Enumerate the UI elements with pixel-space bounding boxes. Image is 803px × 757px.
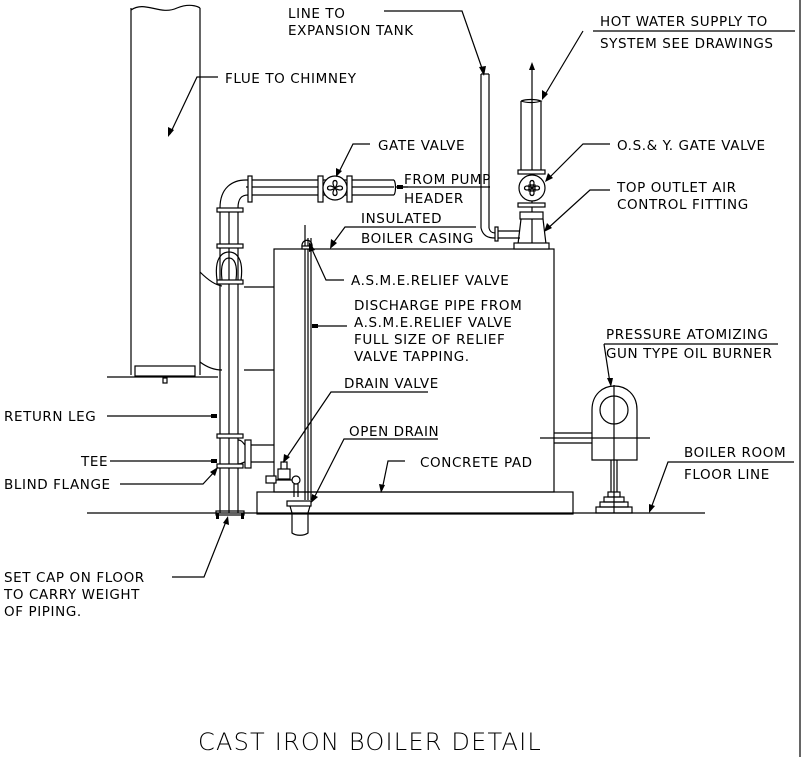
svg-text:FLOOR LINE: FLOOR LINE	[684, 467, 770, 483]
label-boiler-room-floor-line: BOILER ROOM FLOOR LINE	[684, 445, 786, 483]
drain-valve-icon	[265, 461, 301, 497]
svg-text:CONTROL FITTING: CONTROL FITTING	[617, 197, 749, 213]
label-drain-valve: DRAIN VALVE	[344, 376, 439, 392]
svg-text:INSULATED: INSULATED	[361, 211, 442, 227]
concrete-pad	[256, 491, 574, 515]
osy-gate-valve-icon	[518, 174, 546, 202]
supply-riser	[513, 62, 550, 250]
label-osy-gate-valve: O.S.& Y. GATE VALVE	[617, 138, 766, 154]
label-blind-flange: BLIND FLANGE	[4, 477, 111, 493]
return-leg-piping	[215, 179, 274, 519]
svg-text:TOP OUTLET AIR: TOP OUTLET AIR	[616, 180, 737, 196]
svg-text:EXPANSION TANK: EXPANSION TANK	[288, 23, 414, 39]
label-set-cap-on-floor: SET CAP ON FLOOR TO CARRY WEIGHT OF PIPI…	[3, 570, 145, 620]
drawing-title: CAST IRON BOILER DETAIL	[198, 728, 542, 756]
svg-text:HEADER: HEADER	[404, 191, 464, 207]
svg-text:SYSTEM SEE DRAWINGS: SYSTEM SEE DRAWINGS	[600, 36, 774, 52]
relief-valve-discharge	[301, 225, 313, 500]
svg-text:LINE TO: LINE TO	[288, 6, 346, 22]
label-hot-water-supply: HOT WATER SUPPLY TO SYSTEM SEE DRAWINGS	[600, 14, 774, 52]
label-discharge-pipe: DISCHARGE PIPE FROM A.S.M.E.RELIEF VALVE…	[354, 298, 522, 365]
label-open-drain: OPEN DRAIN	[349, 424, 439, 440]
label-gate-valve: GATE VALVE	[378, 138, 465, 154]
label-insulated-boiler-casing: INSULATED BOILER CASING	[361, 211, 474, 247]
gate-valve-icon	[322, 175, 348, 201]
expansion-tank-line	[480, 73, 520, 242]
label-top-outlet-air-control: TOP OUTLET AIR CONTROL FITTING	[616, 180, 749, 213]
svg-text:GUN TYPE OIL BURNER: GUN TYPE OIL BURNER	[606, 346, 773, 362]
leader-lines	[107, 10, 795, 578]
open-drain	[286, 500, 312, 536]
svg-text:TO CARRY WEIGHT: TO CARRY WEIGHT	[3, 587, 140, 603]
svg-text:BOILER CASING: BOILER CASING	[361, 231, 474, 247]
svg-text:SET CAP ON FLOOR: SET CAP ON FLOOR	[4, 570, 145, 586]
svg-text:DISCHARGE PIPE FROM: DISCHARGE PIPE FROM	[354, 298, 522, 314]
svg-text:FROM PUMP: FROM PUMP	[404, 172, 491, 188]
label-asme-relief-valve: A.S.M.E.RELIEF VALVE	[351, 273, 509, 289]
svg-text:A.S.M.E.RELIEF VALVE: A.S.M.E.RELIEF VALVE	[354, 315, 512, 331]
label-from-pump-header: FROM PUMP HEADER	[404, 172, 491, 207]
label-flue-to-chimney: FLUE TO CHIMNEY	[225, 71, 357, 87]
svg-text:HOT WATER SUPPLY TO: HOT WATER SUPPLY TO	[600, 14, 768, 30]
flue-pipe	[107, 4, 223, 384]
svg-text:PRESSURE ATOMIZING: PRESSURE ATOMIZING	[606, 327, 769, 343]
label-return-leg: RETURN LEG	[4, 409, 96, 425]
label-tee: TEE	[80, 454, 108, 470]
label-concrete-pad: CONCRETE PAD	[420, 455, 533, 471]
svg-text:VALVE TAPPING.: VALVE TAPPING.	[354, 349, 470, 365]
svg-text:BOILER ROOM: BOILER ROOM	[684, 445, 786, 461]
oil-burner	[540, 385, 650, 514]
label-pressure-atomizing-burner: PRESSURE ATOMIZING GUN TYPE OIL BURNER	[606, 327, 773, 362]
svg-text:FULL SIZE OF RELIEF: FULL SIZE OF RELIEF	[354, 332, 505, 348]
label-line-to-expansion-tank: LINE TO EXPANSION TANK	[288, 6, 414, 39]
svg-text:OF PIPING.: OF PIPING.	[4, 604, 82, 620]
